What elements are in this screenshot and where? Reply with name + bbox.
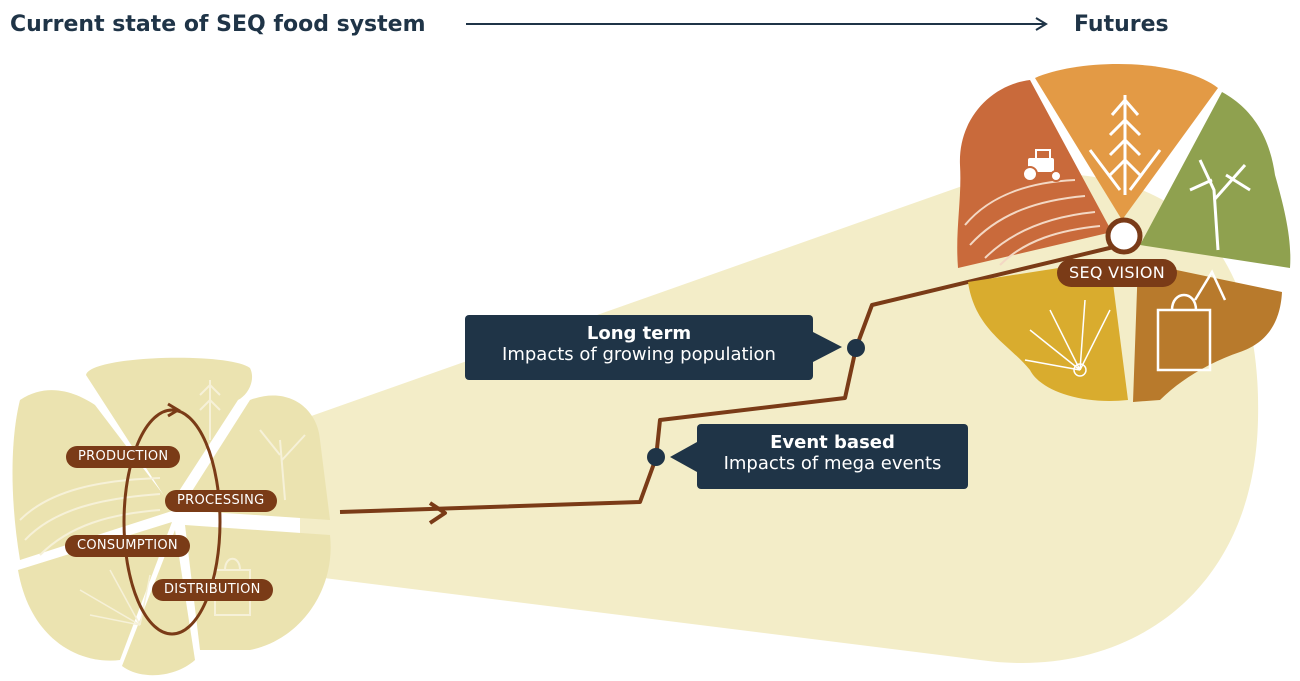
futures-title: Futures bbox=[1074, 12, 1169, 37]
cycle-arrowhead bbox=[167, 402, 181, 418]
long-term-callout: Long term Impacts of growing population bbox=[465, 315, 813, 380]
consumption-label: CONSUMPTION bbox=[65, 535, 190, 557]
cycle-ellipse bbox=[122, 408, 222, 636]
petal-tree bbox=[1140, 92, 1291, 268]
processing-icon bbox=[79, 569, 151, 626]
seq-vision-label: SEQ VISION bbox=[1057, 259, 1178, 287]
processing-label: PROCESSING bbox=[165, 490, 277, 512]
field-icon bbox=[964, 179, 1101, 266]
petal-process bbox=[968, 260, 1128, 401]
event-based-callout: Event based Impacts of mega events bbox=[697, 424, 968, 489]
tree-icon bbox=[1189, 159, 1251, 251]
distribution-label: DISTRIBUTION bbox=[152, 579, 273, 601]
shopping-bag-icon bbox=[1156, 269, 1227, 372]
production-label: PRODUCTION bbox=[66, 446, 181, 468]
long-term-subtitle: Impacts of growing population bbox=[502, 344, 776, 365]
event-based-dot bbox=[647, 448, 665, 466]
petal-shop bbox=[1133, 262, 1282, 402]
vision-node bbox=[1105, 217, 1143, 255]
field-icon bbox=[19, 477, 161, 556]
current-state-flower bbox=[12, 357, 331, 676]
processing-icon bbox=[1024, 299, 1111, 377]
tree-icon bbox=[259, 429, 306, 501]
futures-flower bbox=[957, 64, 1291, 402]
event-based-pointer bbox=[670, 442, 697, 472]
long-term-title: Long term bbox=[586, 323, 692, 344]
event-based-subtitle: Impacts of mega events bbox=[723, 453, 942, 474]
wheat-icon bbox=[1088, 95, 1162, 195]
tractor-icon bbox=[1022, 149, 1062, 182]
header-arrow bbox=[466, 17, 1048, 31]
event-based-title: Event based bbox=[770, 432, 895, 453]
long-term-pointer bbox=[813, 332, 842, 362]
long-term-dot bbox=[847, 339, 865, 357]
current-state-title: Current state of SEQ food system bbox=[10, 12, 426, 37]
pathway-arrowhead bbox=[428, 501, 447, 525]
wheat-icon bbox=[199, 380, 221, 440]
pathway-line bbox=[339, 243, 1123, 514]
